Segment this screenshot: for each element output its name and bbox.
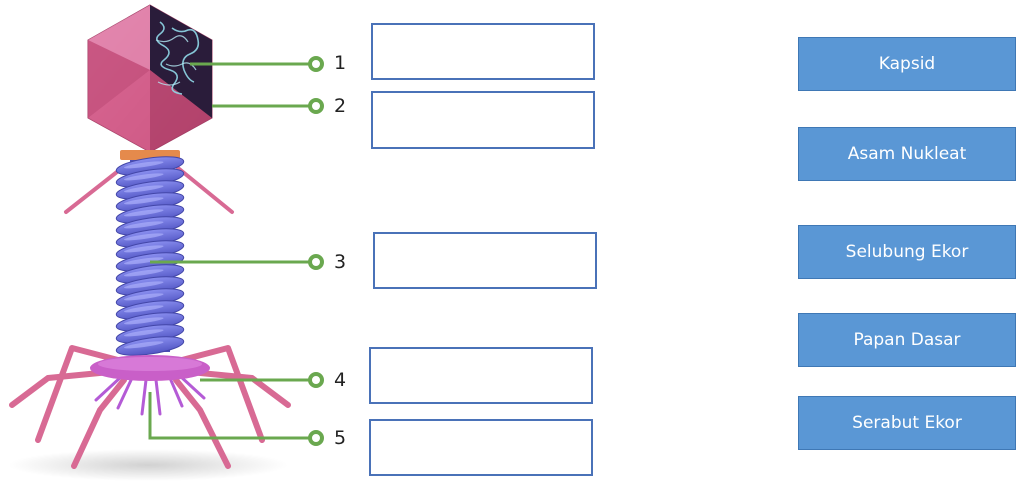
capsid [87,4,213,153]
tail-sheath-highlight [123,173,164,181]
tail-sheath-highlight [123,209,164,217]
option-asam-nukleat[interactable]: Asam Nukleat [798,127,1016,181]
tail-sheath-highlight [123,341,164,349]
answer-box-4[interactable] [369,347,593,404]
tail-sheath-highlight [123,221,164,229]
tail-sheath-highlight [123,245,164,253]
tail-fibers [9,345,291,469]
tail-sheath-highlight [123,293,164,301]
answer-box-3[interactable] [373,232,597,289]
tail-sheath-highlight [123,185,164,193]
leader-line-5 [148,392,314,440]
tail-sheath-highlight [123,329,164,337]
answer-box-1[interactable] [371,23,595,80]
tail-sheath [115,156,185,356]
label-number-3: 3 [334,251,347,273]
ground-shadow [8,449,288,481]
tail-sheath-highlight [123,257,164,265]
tail-sheath-highlight [123,317,164,325]
spikes [94,374,206,416]
tail-sheath-highlight [123,197,164,205]
whisker-right [176,166,234,214]
option-serabut-ekor[interactable]: Serabut Ekor [798,396,1016,450]
option-papan-dasar[interactable]: Papan Dasar [798,313,1016,367]
option-selubung-ekor[interactable]: Selubung Ekor [798,225,1016,279]
label-number-4: 4 [334,369,347,391]
tail-sheath-highlight [123,269,164,277]
leader-lines [148,62,314,440]
answer-box-5[interactable] [369,419,593,476]
tail-sheath-highlight [123,161,164,169]
tail-sheath-highlight [123,281,164,289]
label-number-5: 5 [334,427,347,449]
option-kapsid[interactable]: Kapsid [798,37,1016,91]
tail-sheath-highlight [123,305,164,313]
label-number-2: 2 [334,95,347,117]
label-number-1: 1 [334,52,347,74]
whisker-left [64,166,124,214]
answer-box-2[interactable] [371,91,595,149]
tail-sheath-highlight [123,233,164,241]
leader-markers [308,56,324,446]
